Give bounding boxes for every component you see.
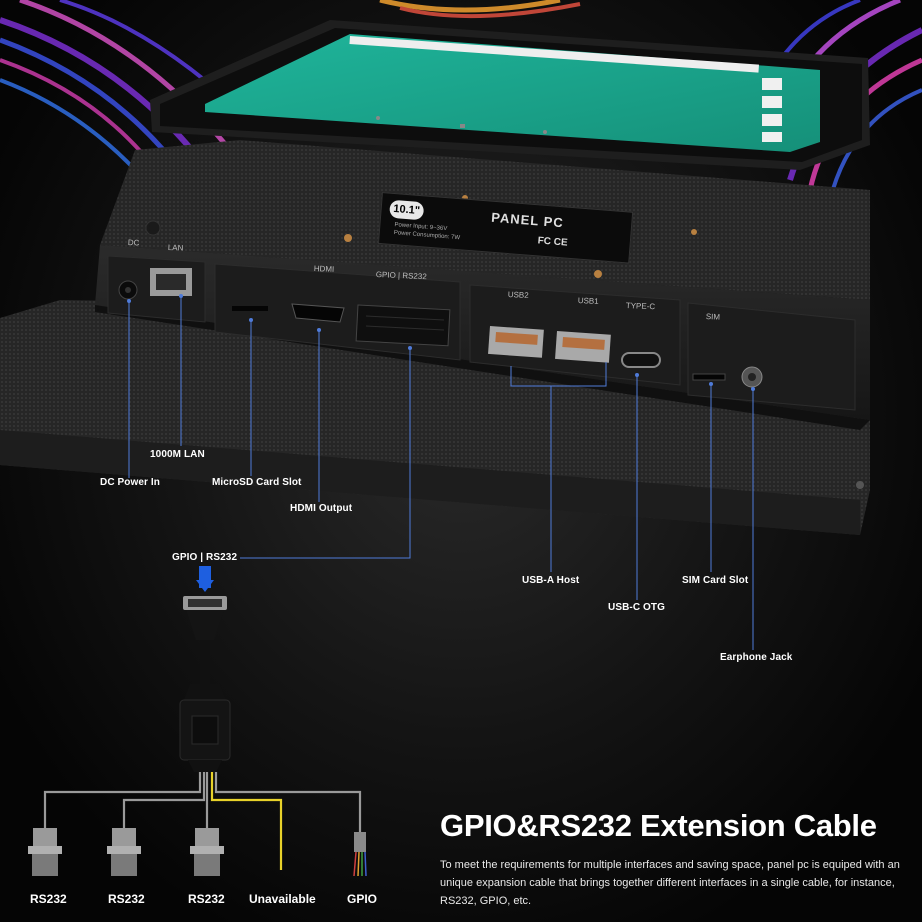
- port-panel-4: [687, 302, 856, 411]
- callout-microsd: MicroSD Card Slot: [212, 477, 302, 488]
- port-mark-hdmi: HDMI: [313, 264, 335, 274]
- port-mark-dc: DC: [127, 238, 140, 248]
- db9-connector-2: [107, 828, 141, 876]
- cable-label-rs232-1: RS232: [30, 892, 67, 906]
- callout-dc-power: DC Power In: [100, 477, 160, 488]
- description: To meet the requirements for multiple in…: [440, 859, 900, 907]
- cable-label-rs232-2: RS232: [108, 892, 145, 906]
- db9-connector-1: [28, 828, 62, 876]
- callout-usb-c: USB-C OTG: [608, 602, 666, 613]
- callout-lines: [128, 296, 754, 650]
- callout-dots: [127, 294, 755, 391]
- gpio-pin-header: [353, 832, 367, 877]
- headline: GPIO&RS232 Extension Cable: [440, 808, 877, 843]
- front-display: [150, 20, 870, 170]
- callout-gpio: GPIO | RS232: [172, 552, 238, 563]
- callout-lan: 1000M LAN: [150, 449, 205, 460]
- port-mark-lan: LAN: [167, 243, 184, 253]
- cable-label-unavailable: Unavailable: [249, 892, 316, 906]
- callout-earphone: Earphone Jack: [720, 652, 793, 663]
- certification-marks: FC CE: [537, 235, 568, 249]
- port-mark-usb1: USB1: [577, 296, 599, 306]
- port-panel-3: [469, 284, 681, 386]
- power-consumption-text: Power Consumption: 7W: [393, 230, 461, 242]
- port-mark-type-c: TYPE-C: [625, 301, 656, 312]
- product-name: PANEL PC: [490, 209, 565, 231]
- callout-usb-a: USB-A Host: [522, 575, 580, 586]
- callout-sim: SIM Card Slot: [682, 575, 749, 586]
- screen-size-badge: 10.1": [389, 199, 425, 221]
- extension-cable: [28, 566, 367, 877]
- port-mark-sim: SIM: [705, 312, 721, 322]
- port-panel-2: [214, 263, 461, 361]
- cable-label-gpio: GPIO: [347, 892, 378, 906]
- port-mark-usb2: USB2: [507, 290, 529, 300]
- cable-label-rs232-3: RS232: [188, 892, 225, 906]
- callout-hdmi: HDMI Output: [290, 503, 353, 514]
- port-panel-1: [107, 255, 206, 323]
- db9-connector-3: [190, 828, 224, 876]
